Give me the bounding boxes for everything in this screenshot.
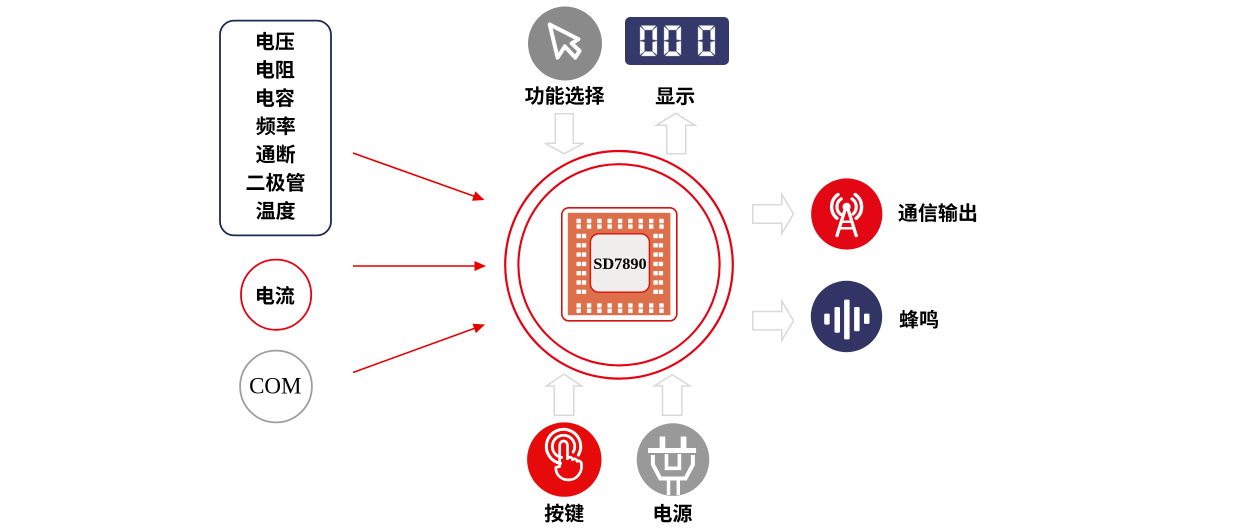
- svg-text:SD7890: SD7890: [593, 254, 646, 273]
- svg-text:COM: COM: [249, 373, 301, 398]
